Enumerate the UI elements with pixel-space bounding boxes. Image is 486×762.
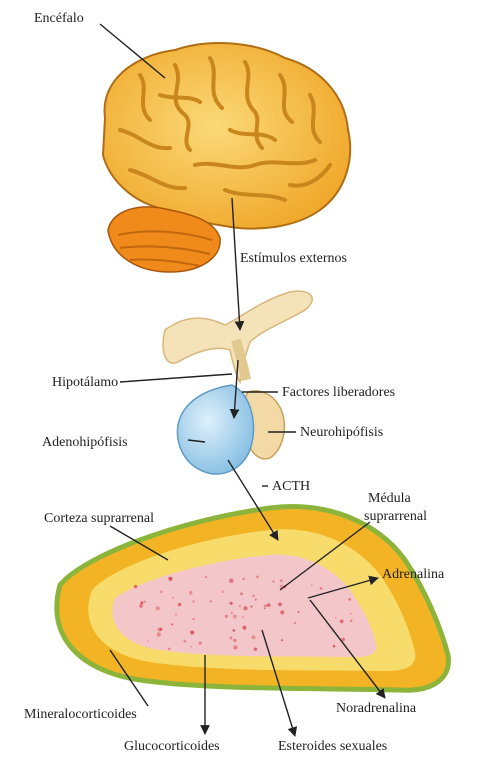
medulla-speckle <box>278 603 282 607</box>
medulla-speckle <box>242 578 244 580</box>
label-factores-liberadores: Factores liberadores <box>282 385 395 400</box>
medulla-speckle <box>189 591 193 595</box>
medulla-speckle <box>229 579 233 583</box>
label-encefalo: Encéfalo <box>34 11 84 26</box>
medulla-speckle <box>280 610 284 614</box>
medulla-speckle <box>256 576 259 579</box>
medulla-speckle <box>281 639 283 641</box>
medulla-speckle <box>320 587 323 590</box>
label-medula-line1: Médula <box>368 491 412 506</box>
medulla-speckle <box>311 584 313 586</box>
medulla-speckle <box>225 615 228 618</box>
medulla-speckle <box>264 607 266 609</box>
medulla-speckle <box>255 599 257 601</box>
medulla-speckle <box>156 606 160 610</box>
label-acth: ACTH <box>272 479 310 494</box>
label-neurohipofisis: Neurohipófisis <box>300 425 383 440</box>
medulla-speckle <box>239 605 241 607</box>
pituitary-illustration <box>163 291 312 474</box>
medulla-speckle <box>144 601 146 603</box>
medulla-speckle <box>191 646 193 648</box>
medulla-speckle <box>267 603 271 607</box>
medulla-speckle <box>233 646 237 650</box>
medulla-speckle <box>193 618 195 620</box>
medulla-speckle <box>190 631 194 635</box>
label-adenohipofisis: Adenohipófisis <box>42 435 128 450</box>
medulla-speckle <box>171 623 173 625</box>
medulla-speckle <box>178 603 182 607</box>
medulla-speckle <box>183 640 186 643</box>
medulla-speckle <box>168 577 170 579</box>
hipotalamo-leader <box>120 374 232 382</box>
medulla-speckle <box>333 645 336 648</box>
medulla-speckle <box>243 626 247 630</box>
medulla-speckle <box>252 595 255 598</box>
label-mineralocorticoides: Mineralocorticoides <box>24 707 137 722</box>
medulla-speckle <box>294 622 296 624</box>
medulla-speckle <box>172 597 174 599</box>
medulla-speckle <box>157 632 161 636</box>
medulla-speckle <box>231 612 233 614</box>
label-adrenalina: Adrenalina <box>382 567 445 582</box>
label-glucocorticoides: Glucocorticoides <box>124 739 220 754</box>
medulla-speckle <box>272 580 275 583</box>
medulla-speckle <box>297 611 299 613</box>
medulla-speckle <box>147 640 149 642</box>
medulla-speckle <box>233 639 236 642</box>
medulla-speckle <box>160 590 163 593</box>
medulla-speckle <box>199 642 202 645</box>
medulla-speckle <box>264 605 266 607</box>
medulla-speckle <box>140 601 143 604</box>
medulla-speckle <box>240 592 243 595</box>
label-corteza-suprarrenal: Corteza suprarrenal <box>44 511 154 526</box>
medulla-speckle <box>210 600 212 602</box>
medulla-speckle <box>340 620 344 624</box>
medulla-speckle <box>168 648 171 651</box>
medulla-speckle <box>233 629 236 632</box>
medulla-speckle <box>175 613 177 615</box>
label-estimulos-externos: Estímulos externos <box>240 251 347 266</box>
medulla-speckle <box>350 613 352 615</box>
medulla-speckle <box>280 579 283 582</box>
medulla-speckle <box>222 590 225 593</box>
medulla-speckle <box>159 628 162 631</box>
medulla-speckle <box>230 602 233 605</box>
medulla-speckle <box>335 617 337 619</box>
medulla-speckle <box>254 648 257 651</box>
adenohypophysis-shape <box>177 385 253 474</box>
medulla-speckle <box>233 614 237 618</box>
medulla-speckle <box>230 637 233 640</box>
medulla-speckle <box>205 576 207 578</box>
medulla-speckle <box>350 619 353 622</box>
medulla-speckle <box>244 606 248 610</box>
brain-illustration <box>103 43 350 272</box>
medulla-speckle <box>348 598 351 601</box>
label-noradrenalina: Noradrenalina <box>336 701 417 716</box>
label-esteroides-sexuales: Esteroides sexuales <box>278 739 387 754</box>
medulla-speckle <box>139 604 143 608</box>
medulla-speckle <box>251 606 253 608</box>
medulla-speckle <box>192 600 194 602</box>
medulla-speckle <box>242 616 244 618</box>
label-medula-line2: suprarrenal <box>364 509 427 524</box>
medulla-speckle <box>252 635 256 639</box>
label-hipotalamo: Hipotálamo <box>52 375 118 390</box>
adrenal-illustration <box>57 507 449 691</box>
medulla-speckle <box>134 585 138 589</box>
